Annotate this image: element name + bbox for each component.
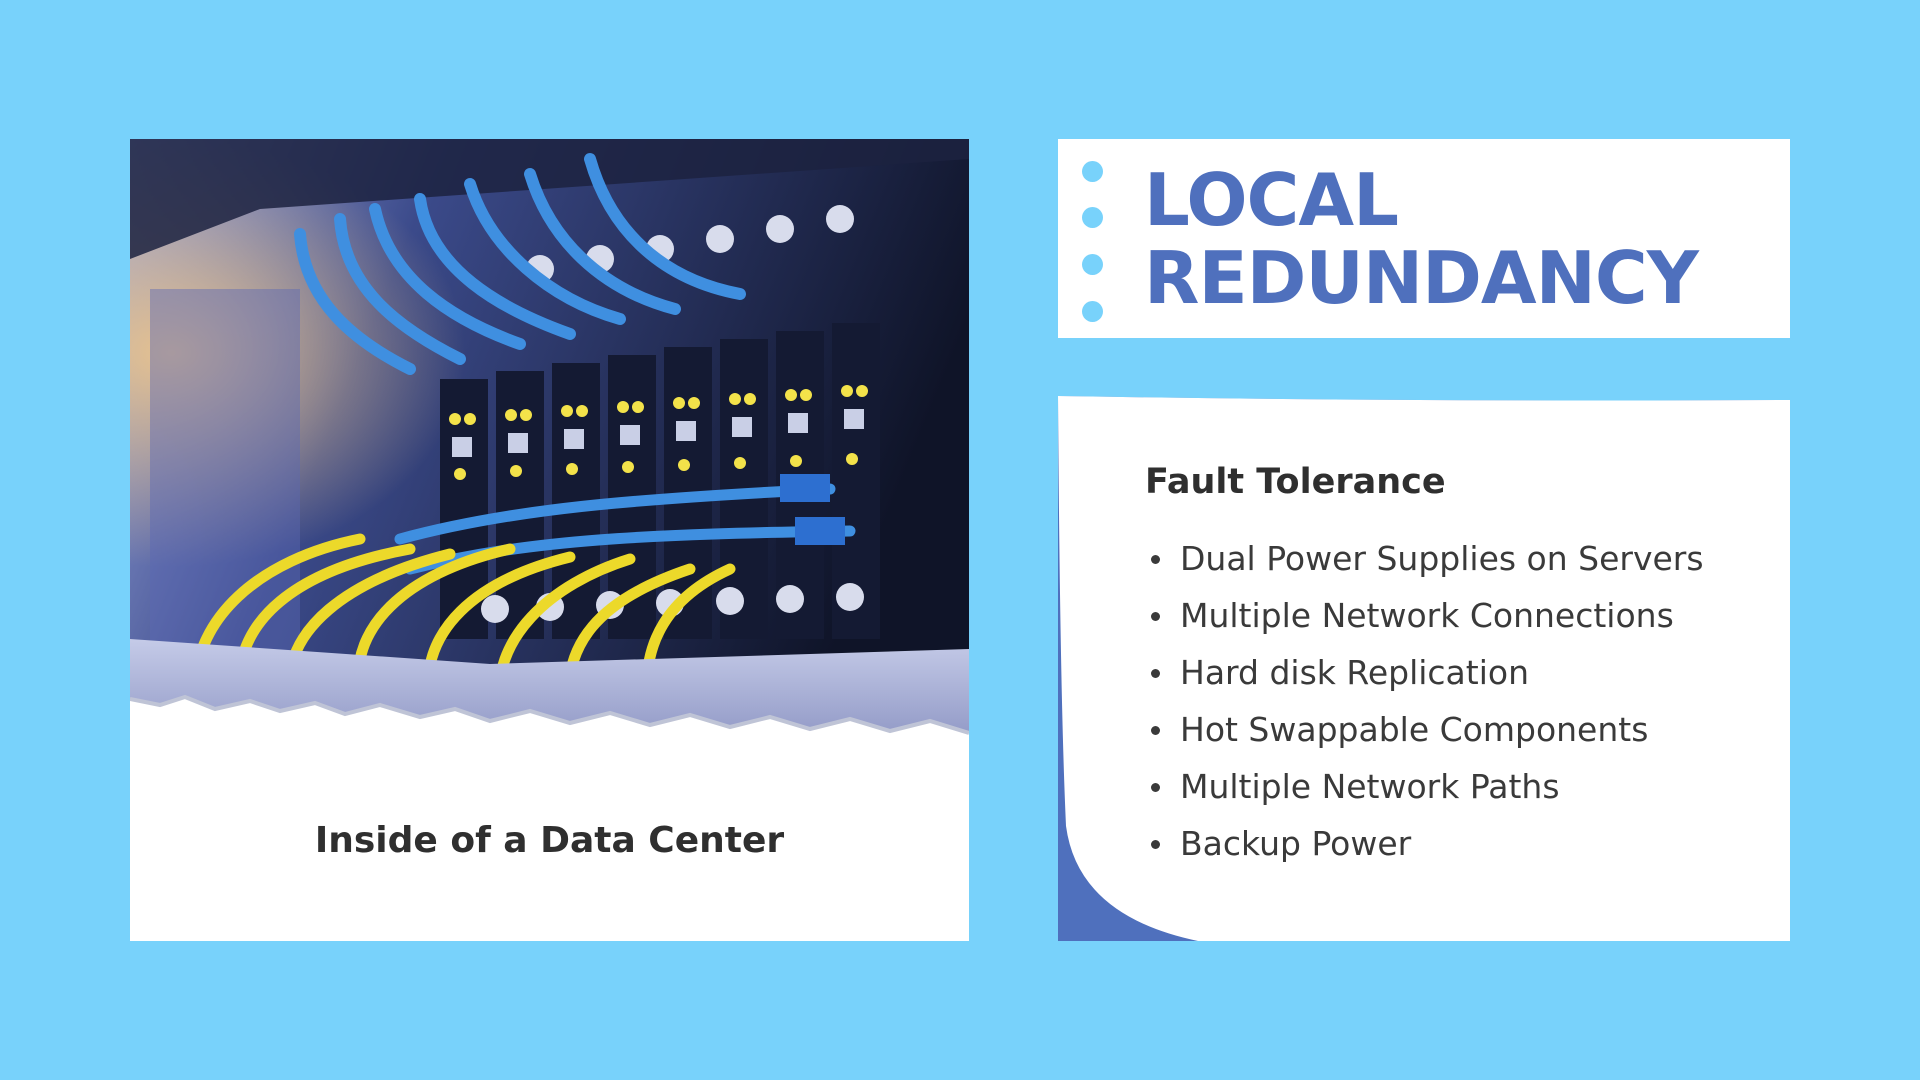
fault-tolerance-list: Dual Power Supplies on Servers Multiple … [1145, 539, 1704, 881]
list-item: Hard disk Replication [1145, 653, 1704, 710]
list-item: Backup Power [1145, 824, 1704, 881]
title-line-1: LOCAL [1144, 158, 1399, 242]
dot-icon [1082, 161, 1103, 182]
photo-card: Inside of a Data Center [130, 139, 969, 941]
photo-caption: Inside of a Data Center [314, 820, 785, 861]
card-background-shape [1058, 396, 1790, 941]
page-title: LOCAL REDUNDANCY [1144, 158, 1699, 320]
list-item: Multiple Network Connections [1145, 596, 1704, 653]
list-item: Multiple Network Paths [1145, 767, 1704, 824]
title-card: LOCAL REDUNDANCY [1058, 139, 1790, 338]
dot-icon [1082, 207, 1103, 228]
section-heading: Fault Tolerance [1145, 462, 1446, 502]
list-item: Dual Power Supplies on Servers [1145, 539, 1704, 596]
dot-icon [1082, 301, 1103, 322]
dot-decoration [1082, 161, 1104, 322]
fault-tolerance-card: Fault Tolerance Dual Power Supplies on S… [1058, 396, 1790, 941]
data-center-photo [130, 139, 969, 751]
list-item: Hot Swappable Components [1145, 710, 1704, 767]
title-line-2: REDUNDANCY [1144, 236, 1699, 320]
dot-icon [1082, 254, 1103, 275]
